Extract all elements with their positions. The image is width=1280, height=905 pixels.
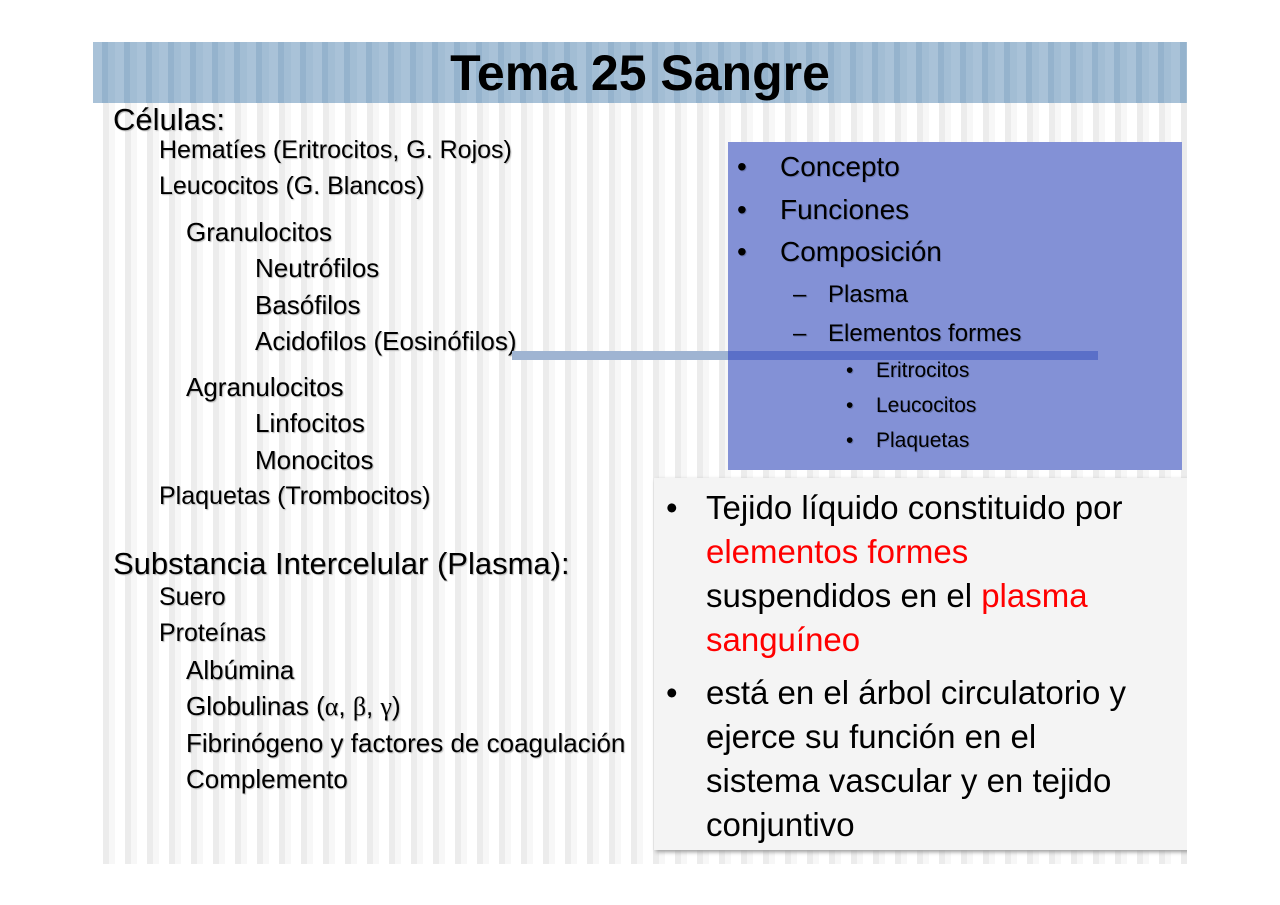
- outline-bullet: •: [737, 236, 747, 267]
- globulinas-item: Globulinas (α, β, γ): [186, 691, 401, 721]
- definition-highlight-plasma: plasma: [981, 577, 1088, 614]
- outline-subsub-eritrocitos: Eritrocitos: [876, 359, 970, 382]
- definition-highlight-sanguineo: sanguíneo: [706, 621, 861, 658]
- definition-line-8: conjuntivo: [706, 806, 855, 843]
- outline-bullet-small: •: [846, 359, 854, 382]
- definition-line-6: ejerce su función en el: [706, 718, 1037, 755]
- neutrofilos-item: Neutrófilos: [255, 253, 380, 283]
- slide: Tema 25 Sangre Células: Hematíes (Eritro…: [93, 42, 1187, 864]
- fibrinogeno-item: Fibrinógeno y factores de coagulación: [186, 728, 626, 758]
- outline-sub-elementos: Elementos formes: [828, 320, 1022, 347]
- outline-sub-plasma: Plasma: [828, 281, 909, 308]
- granulocitos-item: Granulocitos: [186, 217, 332, 247]
- outline-dash: –: [793, 320, 807, 347]
- outline-box: [728, 142, 1182, 470]
- definition-line-5: está en el árbol circulatorio y: [706, 674, 1127, 711]
- basofilos-item: Basófilos: [255, 290, 361, 320]
- gamma-symbol: γ: [380, 692, 393, 721]
- linfocitos-item: Linfocitos: [255, 408, 365, 438]
- outline-bullet-small: •: [846, 394, 854, 417]
- definition-line-1: Tejido líquido constituido por: [706, 489, 1123, 526]
- outline-bullet: •: [737, 194, 747, 225]
- alpha-symbol: α: [324, 692, 339, 721]
- connector-line-overlap: [728, 351, 1098, 360]
- complemento-item: Complemento: [186, 764, 348, 794]
- hematies-item: Hematíes (Eritrocitos, G. Rojos): [159, 136, 512, 164]
- outline-item-composicion: Composición: [780, 236, 942, 267]
- albumina-item: Albúmina: [186, 655, 295, 685]
- definition-highlight-elementos: elementos formes: [706, 533, 969, 570]
- definition-line-7: sistema vascular y en tejido: [706, 762, 1112, 799]
- definition-bullet: •: [666, 489, 678, 526]
- celulas-heading: Células:: [113, 102, 225, 137]
- monocitos-item: Monocitos: [255, 445, 374, 475]
- proteinas-item: Proteínas: [159, 619, 267, 647]
- definition-line-3: suspendidos en el plasma: [706, 577, 1088, 614]
- leucocitos-item: Leucocitos (G. Blancos): [159, 172, 425, 200]
- plaquetas-item: Plaquetas (Trombocitos): [159, 482, 431, 510]
- outline-bullet: •: [737, 151, 747, 182]
- outline-bullet-small: •: [846, 429, 854, 452]
- beta-symbol: β: [352, 692, 367, 721]
- outline-item-funciones: Funciones: [780, 194, 910, 225]
- definition-bullet: •: [666, 674, 678, 711]
- outline-subsub-plaquetas: Plaquetas: [876, 429, 970, 452]
- title-bar: Tema 25 Sangre: [93, 42, 1187, 103]
- agranulocitos-item: Agranulocitos: [186, 372, 344, 402]
- outline-subsub-leucocitos: Leucocitos: [876, 394, 977, 417]
- suero-item: Suero: [159, 583, 226, 611]
- definition-box: [654, 478, 1187, 850]
- acidofilos-item: Acidofilos (Eosinófilos): [255, 326, 517, 356]
- outline-dash: –: [793, 281, 807, 308]
- outline-item-concepto: Concepto: [780, 151, 900, 182]
- slide-title: Tema 25 Sangre: [450, 45, 830, 101]
- plasma-heading: Substancia Intercelular (Plasma):: [113, 546, 570, 581]
